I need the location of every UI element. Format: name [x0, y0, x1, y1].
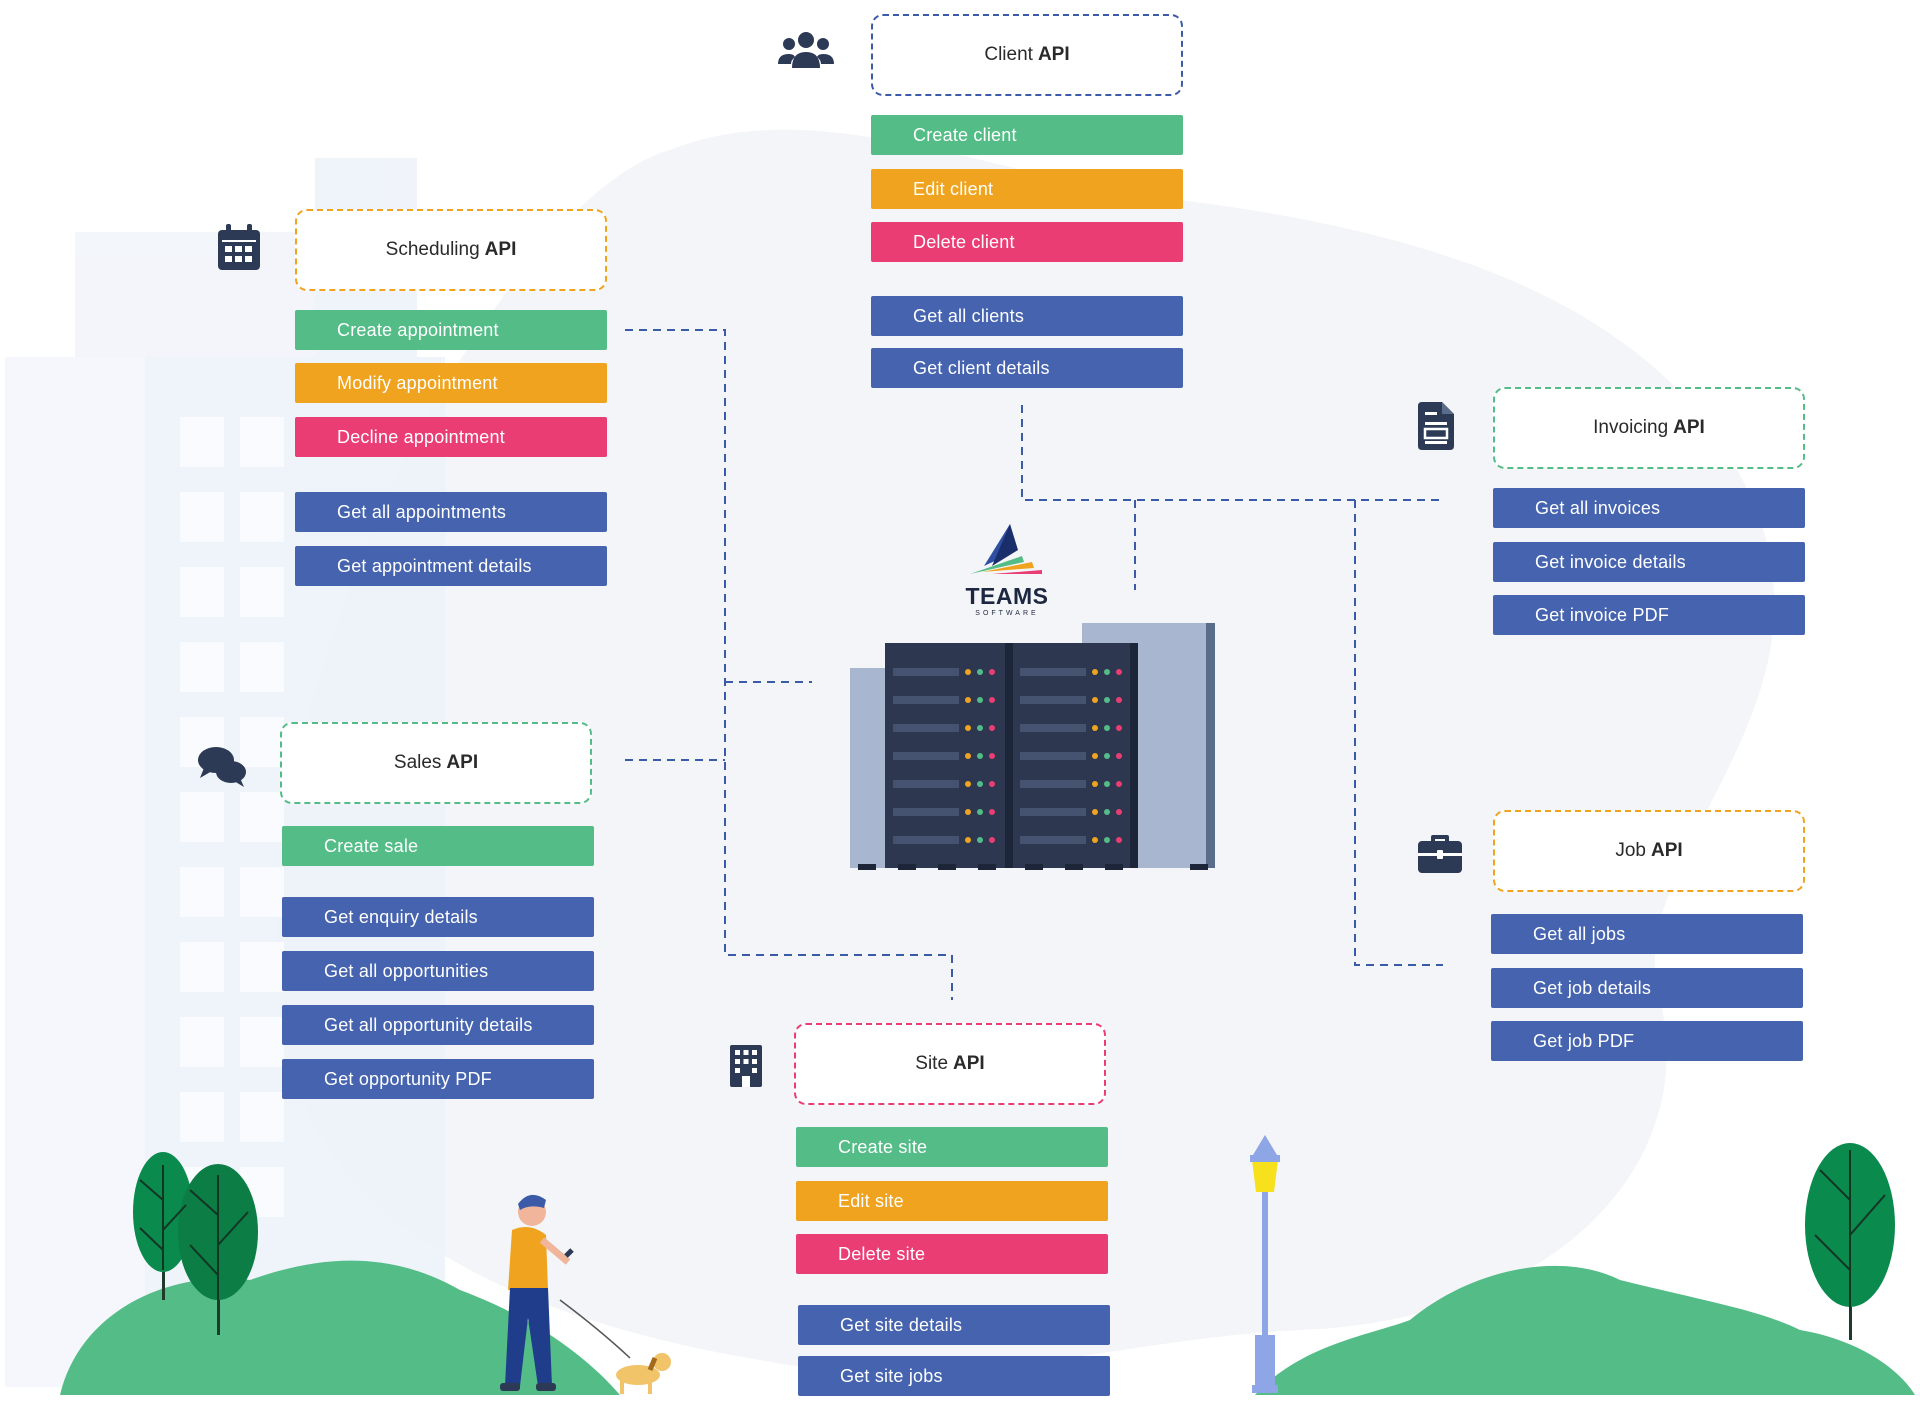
site-api-box: Site API	[794, 1023, 1106, 1105]
decline-appointment-button[interactable]: Decline appointment	[295, 417, 607, 457]
get-enquiry-details-button[interactable]: Get enquiry details	[282, 897, 594, 937]
get-all-opportunity-details-button[interactable]: Get all opportunity details	[282, 1005, 594, 1045]
briefcase-icon	[1418, 835, 1462, 873]
get-all-appointments-button[interactable]: Get all appointments	[295, 492, 607, 532]
site-api-name: Site	[915, 1053, 949, 1074]
calendar-icon	[218, 224, 260, 270]
site-api-suffix: API	[953, 1053, 985, 1074]
person-walking-dog	[500, 1194, 671, 1394]
get-all-invoices-button[interactable]: Get all invoices	[1493, 488, 1805, 528]
scheduling-api-suffix: API	[484, 239, 517, 260]
invoice-icon	[1418, 402, 1454, 450]
job-api-box: Job API	[1493, 810, 1805, 892]
server-racks	[850, 623, 1215, 870]
modify-appointment-button[interactable]: Modify appointment	[295, 363, 607, 403]
get-all-jobs-button[interactable]: Get all jobs	[1491, 914, 1803, 954]
connector-lines	[625, 329, 1443, 1000]
building-icon	[730, 1045, 762, 1087]
get-all-clients-button[interactable]: Get all clients	[871, 296, 1183, 336]
get-job-details-button[interactable]: Get job details	[1491, 968, 1803, 1008]
invoicing-api-suffix: API	[1673, 417, 1705, 438]
invoicing-api-box: Invoicing API	[1493, 387, 1805, 469]
teams-logo-sub: SOFTWARE	[975, 610, 1039, 617]
edit-site-button[interactable]: Edit site	[796, 1181, 1108, 1221]
edit-client-button[interactable]: Edit client	[871, 169, 1183, 209]
left-trees	[133, 1152, 258, 1335]
get-all-opportunities-button[interactable]: Get all opportunities	[282, 951, 594, 991]
sales-api-suffix: API	[446, 752, 479, 773]
client-api-suffix: API	[1037, 44, 1070, 65]
teams-logo: TEAMS SOFTWARE	[962, 522, 1052, 622]
right-hill	[1255, 1265, 1915, 1395]
get-site-jobs-button[interactable]: Get site jobs	[798, 1356, 1110, 1396]
delete-client-button[interactable]: Delete client	[871, 222, 1183, 262]
job-api-name: Job	[1615, 840, 1646, 861]
lamp-post	[1250, 1135, 1280, 1393]
create-site-button[interactable]: Create site	[796, 1127, 1108, 1167]
get-client-details-button[interactable]: Get client details	[871, 348, 1183, 388]
left-hill	[60, 1260, 620, 1395]
get-site-details-button[interactable]: Get site details	[798, 1305, 1110, 1345]
create-sale-button[interactable]: Create sale	[282, 826, 594, 866]
teams-logo-name: TEAMS	[965, 583, 1049, 609]
scheduling-api-name: Scheduling	[385, 239, 480, 260]
client-api-box: Client API	[871, 14, 1183, 96]
create-appointment-button[interactable]: Create appointment	[295, 310, 607, 350]
client-api-name: Client	[984, 44, 1033, 65]
invoicing-api-name: Invoicing	[1593, 417, 1669, 438]
sales-api-box: Sales API	[280, 722, 592, 804]
delete-site-button[interactable]: Delete site	[796, 1234, 1108, 1274]
get-invoice-details-button[interactable]: Get invoice details	[1493, 542, 1805, 582]
scheduling-api-box: Scheduling API	[295, 209, 607, 291]
get-job-pdf-button[interactable]: Get job PDF	[1491, 1021, 1803, 1061]
right-tree	[1805, 1143, 1895, 1340]
get-appointment-details-button[interactable]: Get appointment details	[295, 546, 607, 586]
sales-api-name: Sales	[393, 752, 442, 773]
create-client-button[interactable]: Create client	[871, 115, 1183, 155]
users-icon	[778, 32, 834, 68]
get-invoice-pdf-button[interactable]: Get invoice PDF	[1493, 595, 1805, 635]
get-opportunity-pdf-button[interactable]: Get opportunity PDF	[282, 1059, 594, 1099]
chat-icon	[198, 747, 246, 787]
job-api-suffix: API	[1650, 840, 1683, 861]
teams-logo-mark	[970, 524, 1042, 574]
